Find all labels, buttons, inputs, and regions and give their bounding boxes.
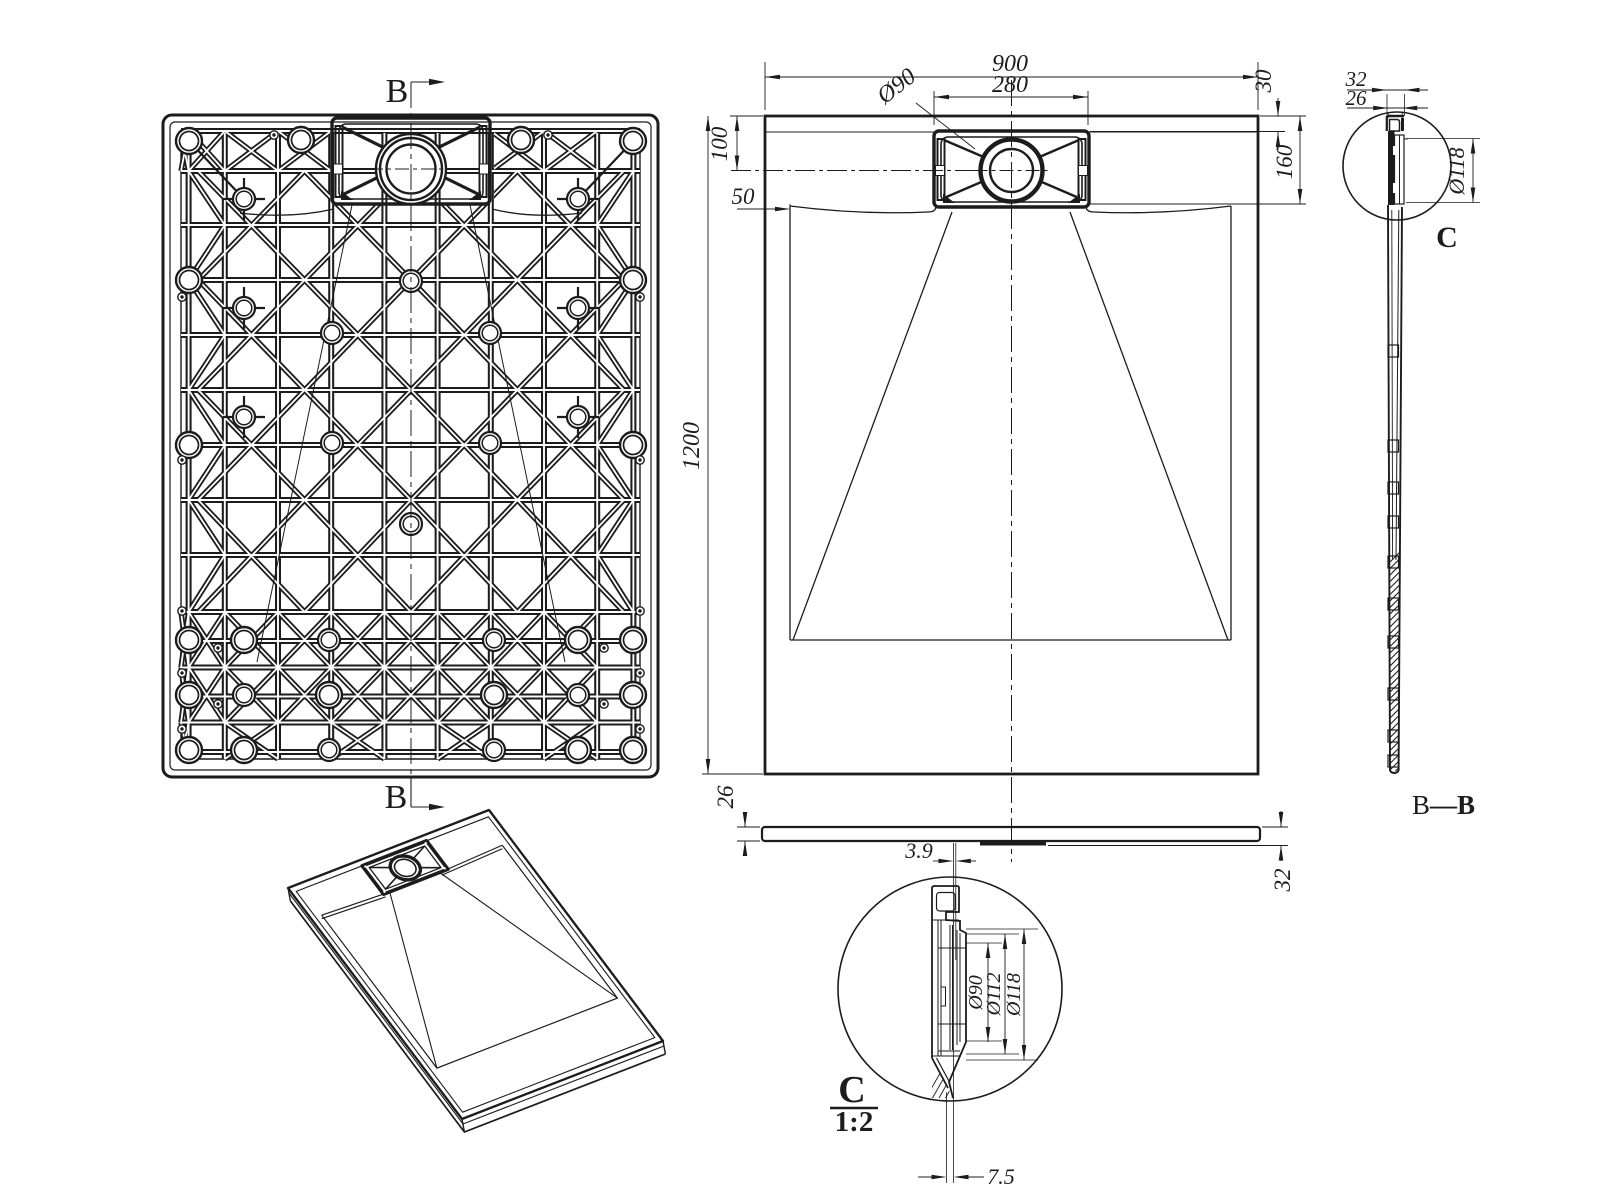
- svg-text:280: 280: [992, 72, 1028, 98]
- svg-text:7.5: 7.5: [987, 1164, 1015, 1189]
- svg-text:Ø112: Ø112: [983, 973, 1005, 1017]
- svg-text:C: C: [1436, 221, 1458, 254]
- svg-text:Ø90: Ø90: [965, 975, 987, 1010]
- svg-text:Ø118: Ø118: [1444, 147, 1469, 195]
- svg-text:B—B: B—B: [1412, 790, 1475, 820]
- svg-text:1:2: 1:2: [835, 1106, 874, 1138]
- svg-text:26: 26: [1346, 86, 1368, 110]
- svg-text:32: 32: [1270, 869, 1295, 893]
- svg-text:30: 30: [1251, 69, 1276, 94]
- svg-text:B: B: [386, 73, 409, 110]
- svg-text:3.9: 3.9: [904, 838, 933, 863]
- svg-text:B: B: [385, 779, 408, 816]
- svg-text:900: 900: [992, 51, 1028, 77]
- svg-text:160: 160: [1272, 144, 1297, 179]
- svg-text:100: 100: [707, 126, 732, 161]
- svg-text:32: 32: [1345, 67, 1368, 91]
- svg-text:Ø118: Ø118: [1003, 973, 1025, 1017]
- svg-text:50: 50: [732, 184, 756, 209]
- svg-text:26: 26: [713, 785, 738, 809]
- svg-text:1200: 1200: [679, 422, 705, 470]
- svg-text:C: C: [838, 1069, 865, 1111]
